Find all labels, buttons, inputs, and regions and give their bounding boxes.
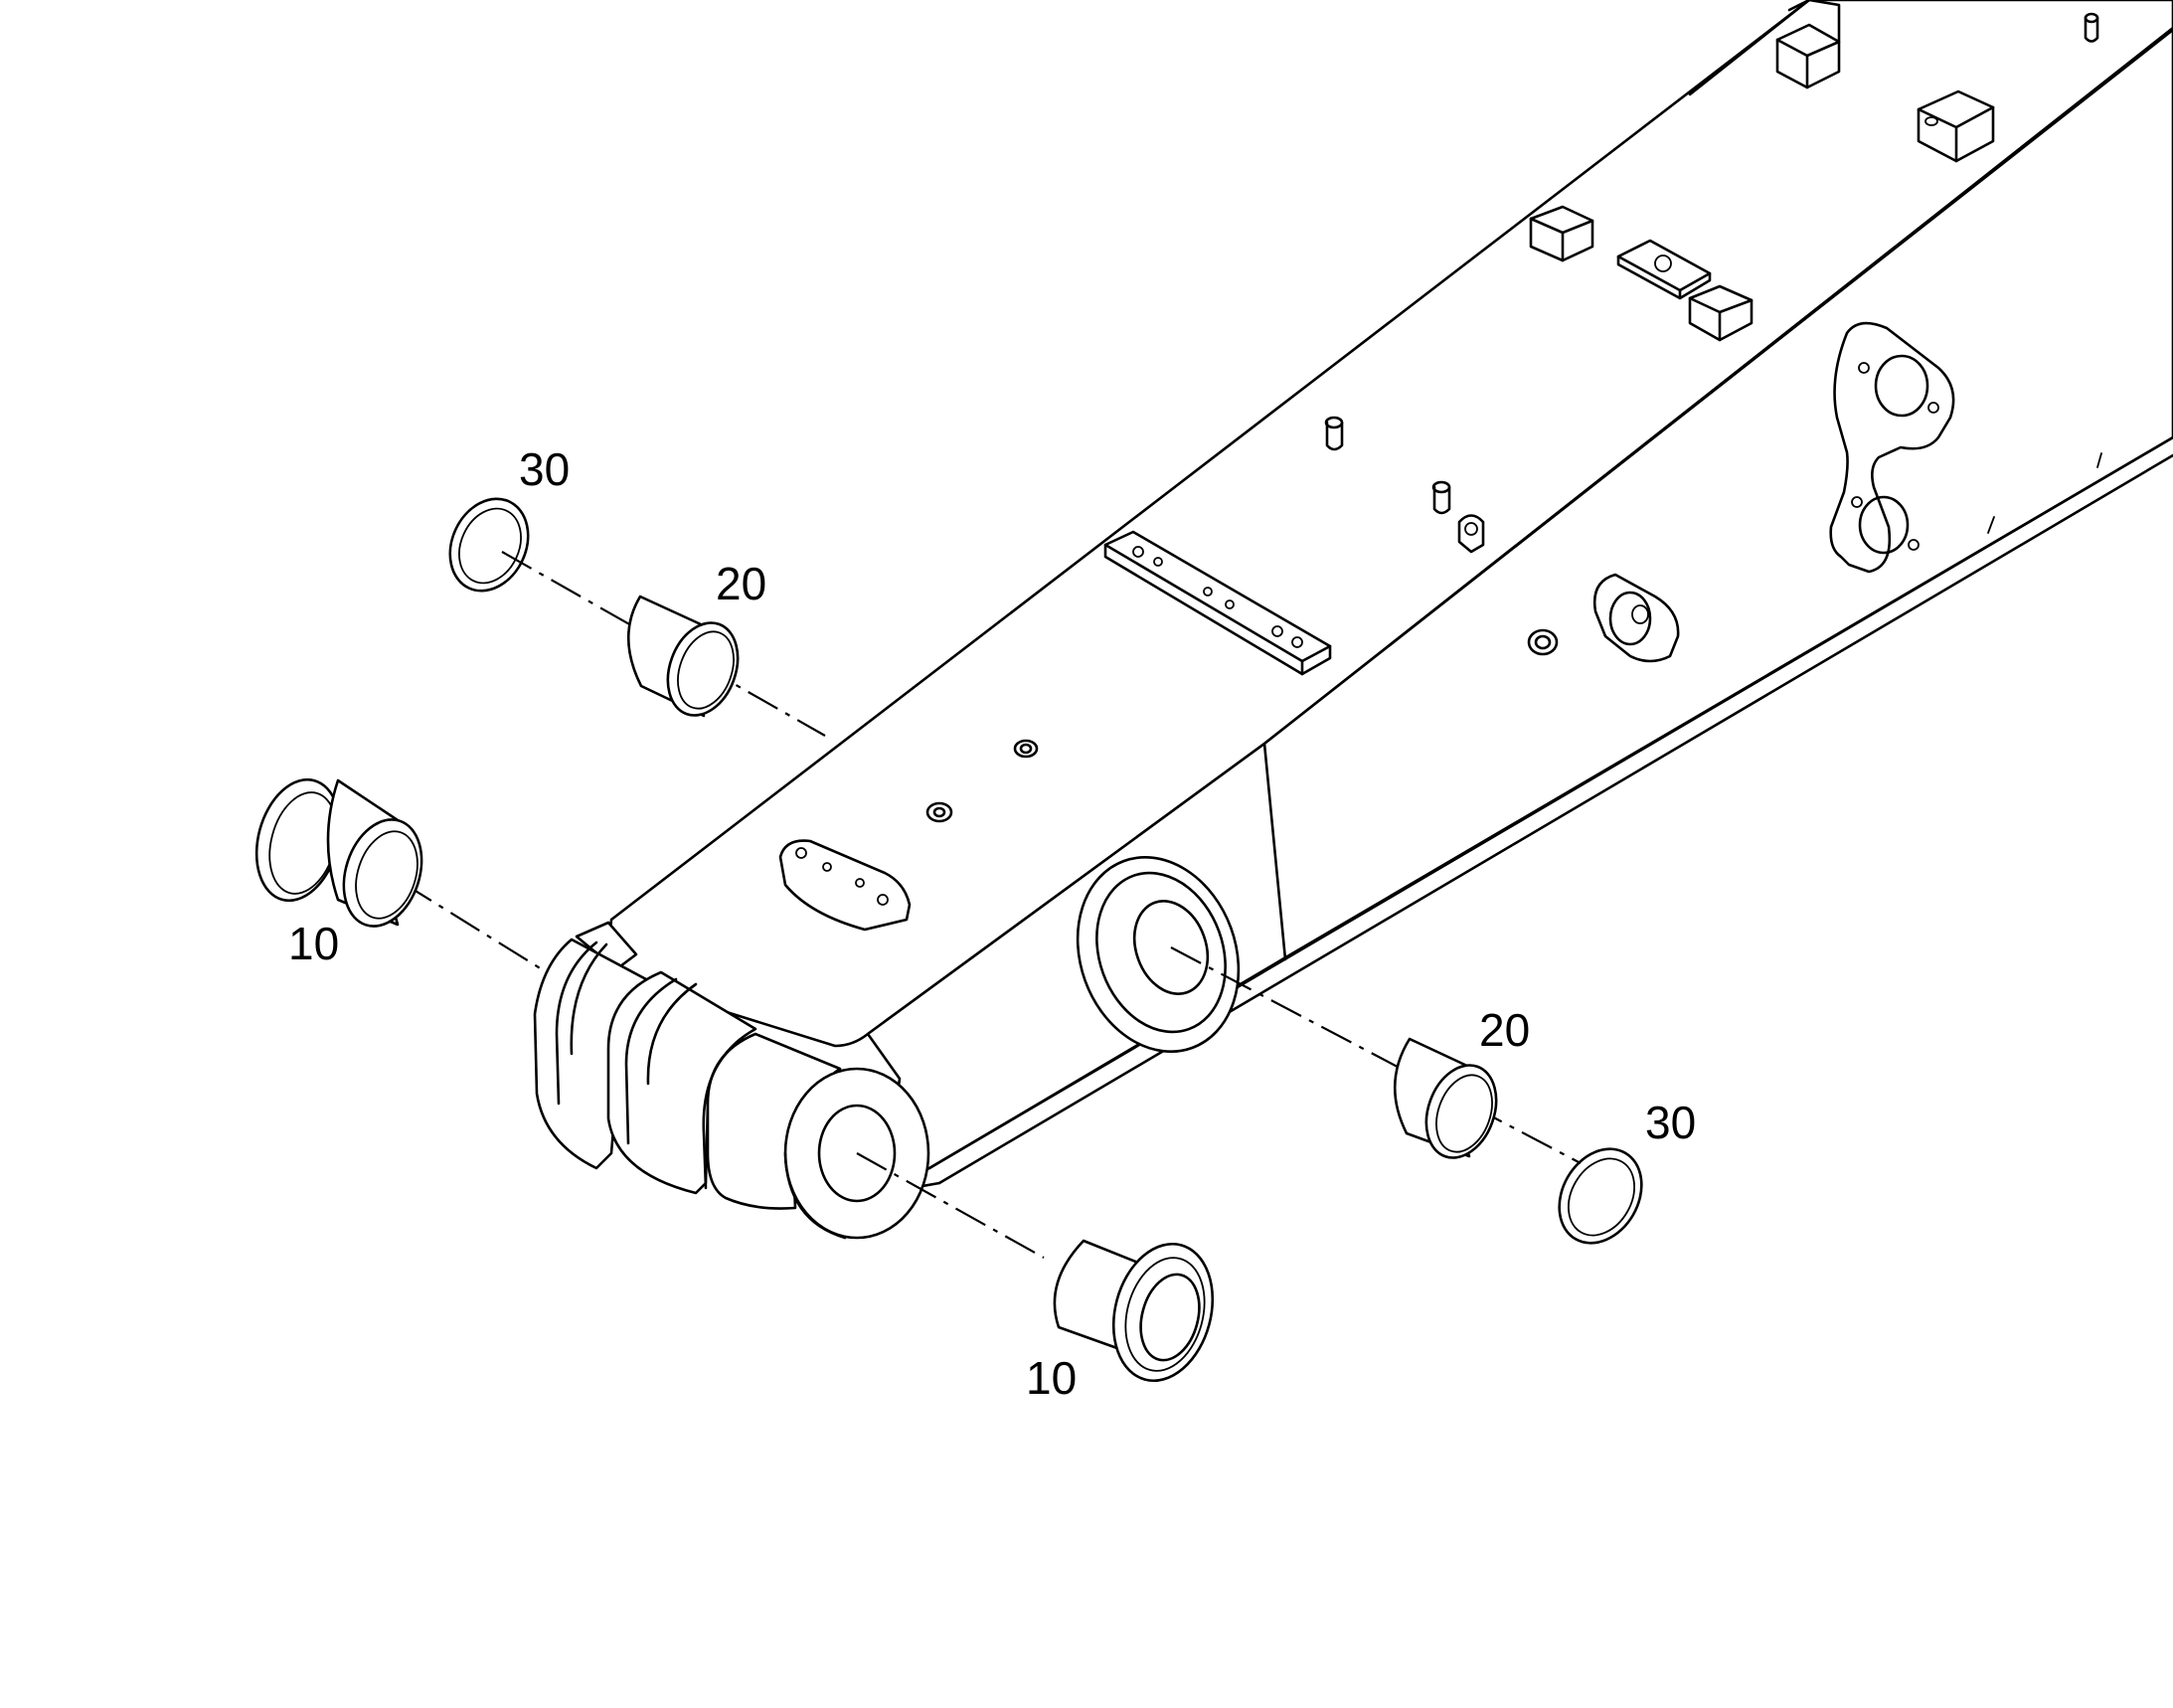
nose-bore bbox=[817, 1104, 897, 1203]
flanged-bushing-right bbox=[1053, 1239, 1215, 1383]
nose-hub-left bbox=[533, 938, 648, 1170]
bushing-right bbox=[1393, 1037, 1498, 1159]
bushing-left-upper bbox=[626, 595, 740, 718]
parts bbox=[254, 497, 1643, 1383]
side-boss bbox=[1076, 856, 1241, 1053]
callout-labels: 30 20 10 20 30 10 bbox=[288, 443, 1696, 1404]
callout-label: 20 bbox=[716, 558, 766, 609]
callout-label: 30 bbox=[519, 443, 570, 495]
callout-label: 20 bbox=[1479, 1004, 1530, 1056]
callout-label: 30 bbox=[1645, 1097, 1696, 1148]
boom-structure bbox=[606, 0, 2173, 1200]
seal-ring-left bbox=[448, 497, 530, 593]
callout-label: 10 bbox=[288, 918, 339, 969]
side-boss-bore bbox=[1132, 900, 1210, 995]
web-bracket bbox=[1829, 321, 1955, 574]
flanged-bushing-left bbox=[254, 777, 423, 928]
top-fittings bbox=[778, 0, 2099, 932]
web-lug bbox=[1592, 573, 1680, 663]
nose-lug-plate bbox=[778, 839, 912, 932]
callout-label: 10 bbox=[1026, 1352, 1077, 1404]
seal-ring-right bbox=[1558, 1147, 1643, 1245]
